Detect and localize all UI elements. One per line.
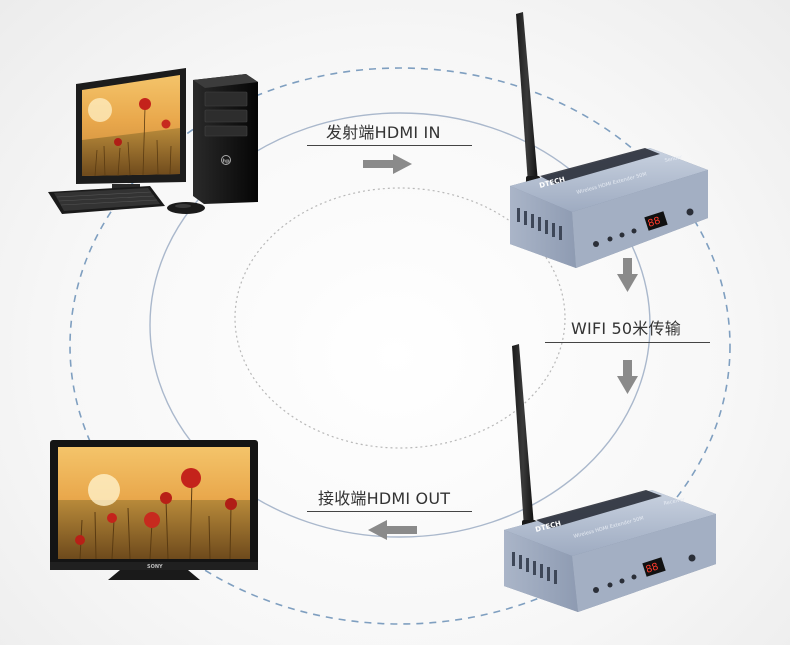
sony-logo: SONY <box>147 564 163 570</box>
poppy-flower <box>114 138 122 146</box>
sender-caption: 发射端HDMI IN <box>326 123 441 142</box>
poppy-field-small <box>94 107 172 177</box>
hp-logo-text: hp <box>223 159 231 165</box>
poppy-flower <box>181 468 201 488</box>
arrow-left-icon <box>368 520 417 540</box>
sender-caption-underline <box>307 145 472 146</box>
arrow-right-icon <box>363 154 412 174</box>
receiver-role: Receiver <box>663 496 686 507</box>
vent-slots <box>517 208 562 240</box>
receiver-caption-underline <box>307 511 472 512</box>
middle-solid-ring <box>149 112 651 538</box>
led-display <box>642 557 666 577</box>
poppy-flower <box>144 512 160 528</box>
ports <box>593 554 696 593</box>
poppy-field-large <box>79 479 232 560</box>
led-display <box>644 211 668 231</box>
poppy-flower <box>139 98 151 110</box>
led-digits: 88 <box>647 215 663 229</box>
poppy-flower <box>160 492 172 504</box>
transmitter-role: Sender <box>664 154 684 164</box>
arrow-down-icon-upper <box>617 258 638 292</box>
antenna <box>516 12 538 184</box>
wifi-caption: WIFI 50米传输 <box>571 319 681 338</box>
desktop-computer: hp <box>48 68 258 214</box>
poppy-flower <box>225 498 237 510</box>
mouse <box>167 202 205 214</box>
poppy-flower <box>75 535 85 545</box>
sun <box>88 98 112 122</box>
keyboard-keys <box>56 191 158 206</box>
vent-slots <box>512 552 557 584</box>
inner-dotted-ring <box>234 187 566 449</box>
receiver-caption: 接收端HDMI OUT <box>318 489 451 508</box>
transmitter-device: DTECH Wireless HDMI Extender 50M Sender … <box>510 12 708 268</box>
antenna <box>512 344 534 528</box>
hp-logo <box>221 155 231 165</box>
wifi-caption-underline <box>545 342 710 343</box>
television: SONY <box>50 440 258 580</box>
sun <box>88 474 120 506</box>
ports <box>593 208 694 247</box>
poppy-flower <box>107 513 117 523</box>
led-digits: 88 <box>645 561 661 575</box>
outer-dashed-ring <box>69 67 731 625</box>
arrow-down-icon-lower <box>617 360 638 394</box>
poppy-flower <box>161 119 171 129</box>
receiver-device: DTECH Wireless HDMI Extender 50M Receive… <box>504 344 716 612</box>
